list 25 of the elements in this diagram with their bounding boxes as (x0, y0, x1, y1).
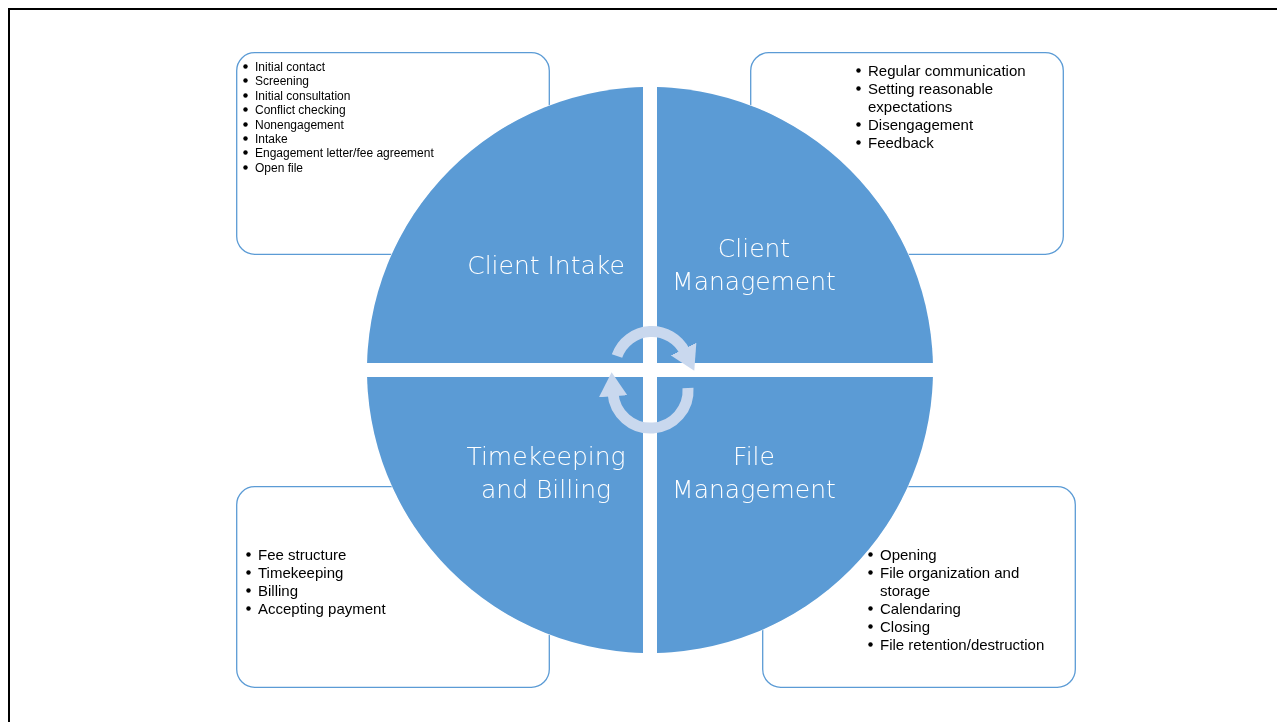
bullet-item: Open file (255, 160, 304, 175)
bullet-item: Engagement letter/fee agreement (255, 146, 434, 161)
bullet-item: File organization and storage (880, 564, 1020, 599)
bullet-item: Opening (880, 546, 937, 563)
bullet-item: Disengagement (868, 116, 974, 133)
bullet-item: Billing (258, 582, 299, 599)
bullet-item: Setting reasonable expectations (868, 80, 994, 115)
segment-title: Timekeeping and Billing (465, 441, 627, 506)
bullet-item: Nonengagement (255, 117, 344, 132)
bullet-item: Initial consultation (255, 88, 351, 103)
bullet-item: Closing (880, 618, 931, 635)
segment-title: Client Management (671, 233, 837, 298)
bullet-item: Accepting payment (258, 600, 386, 617)
bullet-item: Regular communication (868, 62, 1026, 79)
bullet-item: Timekeeping (258, 564, 344, 581)
bullet-item: Screening (255, 74, 310, 89)
segment-title: Client Intake (466, 249, 626, 282)
segment-title: File Management (671, 441, 837, 506)
bullet-item: Intake (255, 131, 288, 146)
bullet-item: File retention/destruction (880, 636, 1045, 653)
bullet-item: Fee structure (258, 546, 347, 563)
bullet-item: Initial contact (255, 60, 326, 74)
bullet-item: Feedback (868, 134, 934, 151)
bullet-item: Calendaring (880, 600, 961, 617)
bullet-item: Conflict checking (255, 103, 346, 118)
